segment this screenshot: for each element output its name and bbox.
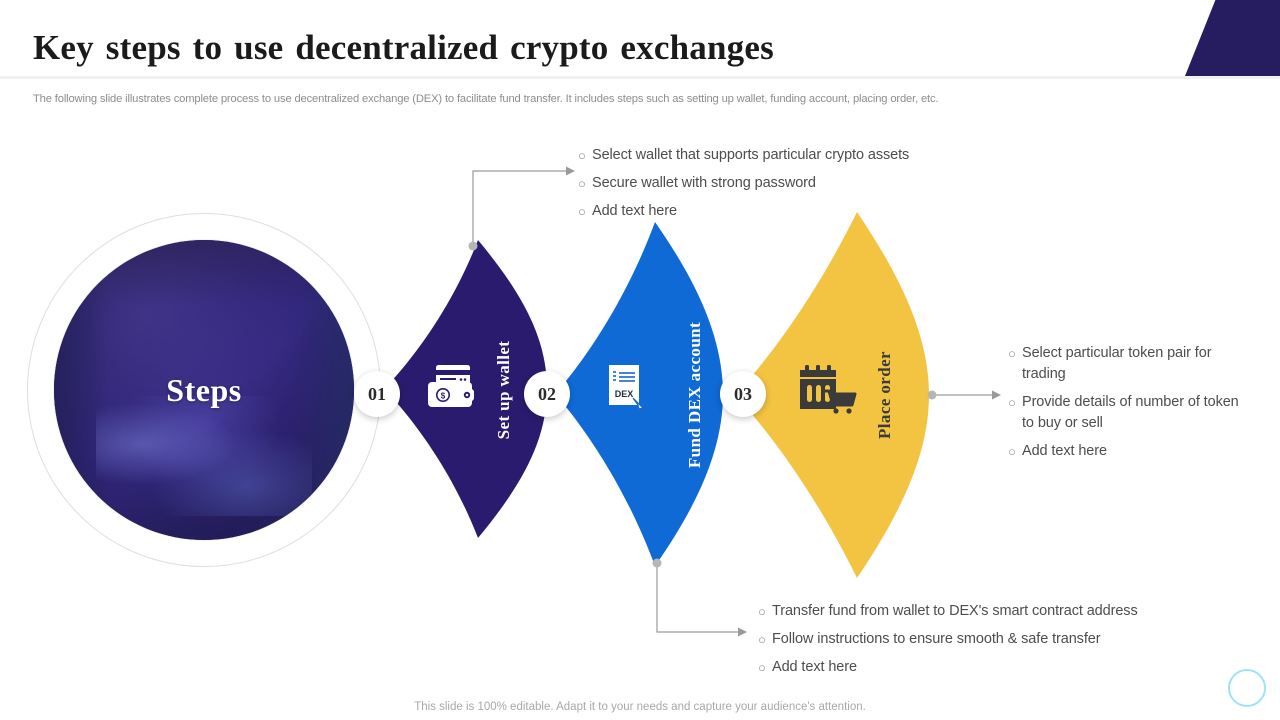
bullet-item: ○ Select wallet that supports particular… (578, 145, 988, 166)
header-divider (0, 76, 1280, 79)
step-number-badge-1[interactable]: 01 (354, 371, 400, 417)
decorative-circle-icon (1228, 669, 1266, 707)
bullet-item: ○ Add text here (758, 657, 1228, 678)
bullet-item: ○ Follow instructions to ensure smooth &… (758, 629, 1228, 650)
bullet-item: ○ Select particular token pair for tradi… (1008, 345, 1212, 382)
footer-note: This slide is 100% editable. Adapt it to… (414, 701, 866, 713)
bullet-marker-icon: ○ (1008, 444, 1016, 459)
bullet-marker-icon: ○ (758, 660, 766, 675)
svg-text:$: $ (441, 392, 446, 401)
step-label-2: Fund DEX account (685, 321, 704, 469)
wallet-icon: $ (424, 358, 480, 414)
corner-wedge-decoration (1185, 0, 1280, 76)
connector-line-3 (927, 390, 1001, 400)
bullet-marker-icon: ○ (578, 148, 586, 163)
bullet-marker-icon: ○ (1008, 395, 1016, 410)
step-label-3: Place order (875, 351, 894, 439)
step-number-badge-2[interactable]: 02 (524, 371, 570, 417)
steps-circle-label: Steps (166, 371, 242, 408)
order-cart-icon (796, 360, 862, 418)
connector-line-2 (652, 558, 747, 637)
connector-line-1 (468, 166, 575, 251)
dex-document-icon: DEX (600, 362, 648, 418)
bullet-marker-icon: ○ (758, 604, 766, 619)
bullet-list-step-1: ○ Select wallet that supports particular… (578, 145, 988, 229)
bullet-marker-icon: ○ (578, 204, 586, 219)
bullet-item: ○ Add text here (578, 201, 988, 222)
page-subtitle: The following slide illustrates complete… (33, 93, 939, 105)
bullet-item: ○ Transfer fund from wallet to DEX's sma… (758, 601, 1228, 622)
bullet-item: ○ Add text here (1008, 441, 1240, 462)
steps-circle-image (54, 240, 354, 540)
page-title: Key steps to use decentralized crypto ex… (33, 28, 774, 67)
bullet-item: ○ Provide details of number of token to … (1008, 394, 1239, 431)
bullet-marker-icon: ○ (1008, 346, 1016, 361)
bullet-item: ○ Secure wallet with strong password (578, 173, 988, 194)
bullet-marker-icon: ○ (758, 632, 766, 647)
step-label-1: Set up wallet (494, 340, 513, 440)
bullet-list-step-3: ○ Select particular token pair for tradi… (1008, 343, 1240, 469)
svg-text:DEX: DEX (615, 389, 634, 399)
step-number-badge-3[interactable]: 03 (720, 371, 766, 417)
bullet-list-step-2: ○ Transfer fund from wallet to DEX's sma… (758, 601, 1228, 685)
bullet-marker-icon: ○ (578, 176, 586, 191)
